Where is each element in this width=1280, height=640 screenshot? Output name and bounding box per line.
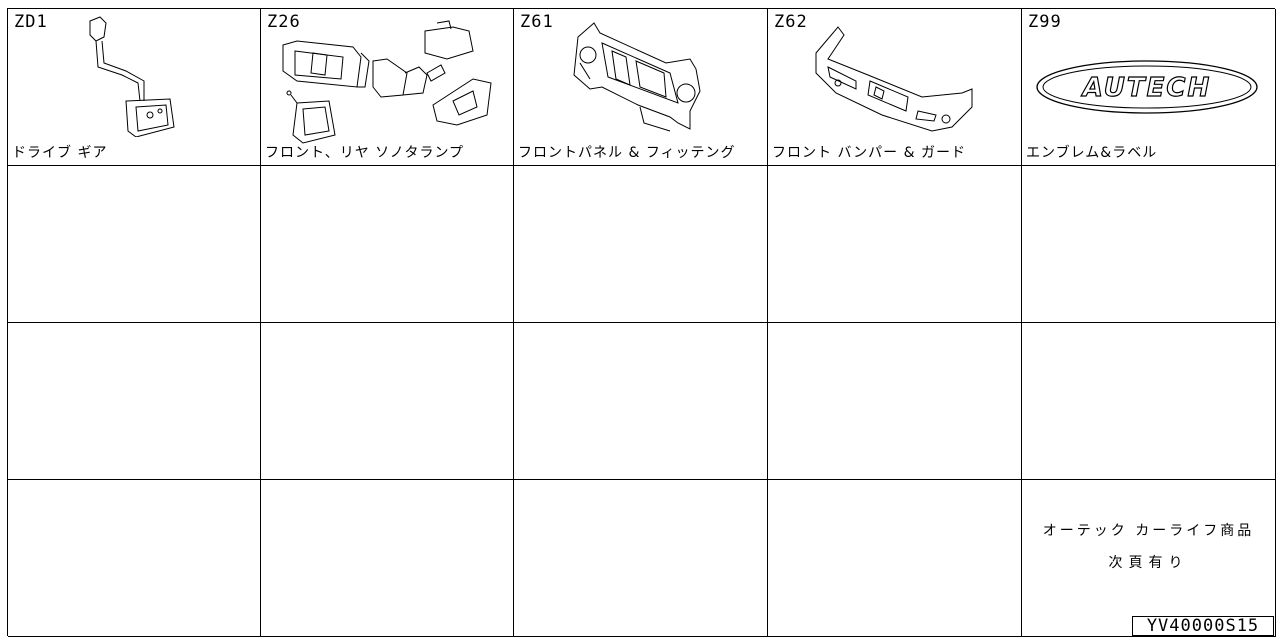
front-panel-illustration: [573, 22, 701, 132]
document-id: YV40000S15: [1132, 616, 1274, 636]
empty-cell: [514, 480, 768, 637]
part-code: Z62: [774, 12, 808, 32]
part-label: エンブレム&ラベル: [1026, 145, 1158, 161]
empty-cell: [1022, 166, 1276, 323]
note-cell: オーテック カーライフ商品 次頁有り: [1022, 480, 1276, 637]
part-label: フロント バンパー & ガード: [772, 145, 966, 161]
note-line-2: 次頁有り: [1108, 555, 1189, 571]
front-bumper-illustration: [815, 26, 973, 132]
empty-cell: [768, 166, 1022, 323]
cell-zd1[interactable]: ZD1 ドライブ ギア: [8, 9, 261, 166]
cell-z61[interactable]: Z61 フロントパネル & フィッテング: [514, 9, 768, 166]
empty-cell: [8, 166, 261, 323]
empty-cell: [8, 480, 261, 637]
empty-cell: [261, 480, 514, 637]
drive-gear-illustration: [89, 16, 175, 137]
autech-emblem: AUTECH: [1036, 60, 1258, 114]
part-code: Z61: [520, 12, 554, 32]
lamps-illustration: [282, 20, 492, 144]
part-label: ドライブ ギア: [12, 145, 108, 161]
parts-catalog-grid: ZD1 ドライブ ギア Z26: [7, 8, 1276, 637]
cell-z26[interactable]: Z26 フロント、リヤ ソノタランプ: [261, 9, 514, 166]
empty-cell: [1022, 323, 1276, 480]
part-code: Z26: [267, 12, 301, 32]
part-code: Z99: [1028, 12, 1062, 32]
empty-cell: [261, 166, 514, 323]
empty-cell: [514, 323, 768, 480]
part-label: フロントパネル & フィッテング: [518, 145, 736, 161]
part-label: フロント、リヤ ソノタランプ: [265, 145, 465, 161]
empty-cell: [8, 323, 261, 480]
empty-cell: [261, 323, 514, 480]
part-code: ZD1: [14, 12, 48, 32]
empty-cell: [768, 323, 1022, 480]
cell-z99[interactable]: Z99 AUTECH エンブレム&ラベル: [1022, 9, 1276, 166]
cell-z62[interactable]: Z62 フロント バンパー & ガード: [768, 9, 1022, 166]
empty-cell: [514, 166, 768, 323]
emblem-text: AUTECH: [1081, 73, 1211, 103]
empty-cell: [768, 480, 1022, 637]
note-line-1: オーテック カーライフ商品: [1042, 523, 1255, 539]
